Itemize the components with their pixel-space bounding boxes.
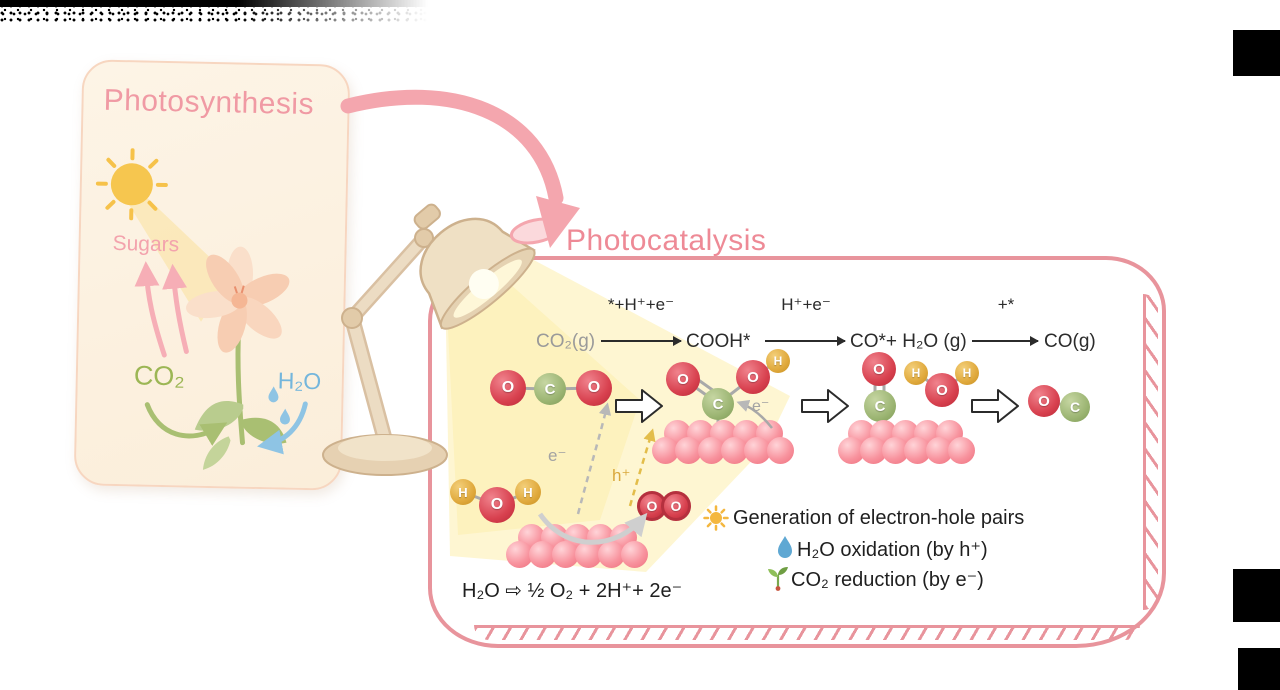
- reaction-arrow: [972, 336, 1039, 346]
- carbon-atom: C: [534, 373, 566, 405]
- species-co2-gas: CO₂(g): [536, 331, 596, 352]
- catalyst-cluster-cooh-sphere: [675, 437, 702, 464]
- legend-h2o-oxidation: H₂O oxidation (by h⁺): [797, 539, 988, 561]
- sugars-arrow: [134, 261, 167, 358]
- legend-electron-hole-pairs: Generation of electron-hole pairs: [733, 507, 1025, 529]
- electron-label: e⁻: [548, 446, 567, 465]
- electron-label: e⁻: [752, 398, 770, 415]
- species-cooh: COOH*: [686, 331, 751, 352]
- catalyst-cluster-water-sphere: [529, 541, 556, 568]
- co2-uptake-arrow: [144, 402, 228, 446]
- co2-label: CO₂: [133, 360, 186, 392]
- reaction-condition: +*: [997, 295, 1015, 314]
- sugars-arrow: [162, 263, 189, 354]
- photosynthesis-panel: Photosynthesis Sugars CO₂ H₂O: [73, 59, 351, 491]
- oxygen-atom: O: [925, 373, 959, 407]
- oxygen-atom: O: [479, 487, 515, 523]
- reaction-arrow: [601, 336, 682, 346]
- photosynthesis-title: Photosynthesis: [103, 83, 315, 122]
- photosynthesis-art: [95, 148, 308, 470]
- artifact-block: [1233, 569, 1280, 622]
- oxygen-atom: O: [661, 491, 691, 521]
- legend-co2-reduction: CO₂ reduction (by e⁻): [791, 569, 984, 591]
- photocatalysis-title: Photocatalysis: [566, 224, 767, 257]
- catalyst-cluster-cooh-sphere: [652, 437, 679, 464]
- species-co-gas: CO(g): [1044, 331, 1096, 352]
- catalyst-cluster-water-sphere: [621, 541, 648, 568]
- catalyst-cluster-cooh-sphere: [721, 437, 748, 464]
- catalyst-cluster-cooh-sphere: [744, 437, 771, 464]
- sunbeam: [127, 194, 230, 322]
- h2o-uptake-arrow: [257, 401, 308, 455]
- catalyst-cluster-water-sphere: [598, 541, 625, 568]
- carbon-atom: C: [702, 388, 734, 420]
- artifact-block: [1238, 648, 1280, 690]
- reaction-condition: H⁺+e⁻: [781, 295, 831, 314]
- oxygen-atom: O: [490, 370, 526, 406]
- catalyst-cluster-cooh-sphere: [767, 437, 794, 464]
- hydrogen-atom: H: [450, 479, 476, 505]
- catalyst-cluster-cooh-sphere: [698, 437, 725, 464]
- water-oxidation-equation: H₂O ⇨ ½ O₂ + 2H⁺+ 2e⁻: [462, 580, 683, 602]
- oxygen-atom: O: [736, 360, 770, 394]
- hole-label: h⁺: [612, 466, 631, 485]
- catalyst-cluster-water-sphere: [506, 541, 533, 568]
- oxygen-atom: O: [666, 362, 700, 396]
- hydrogen-atom: H: [955, 361, 979, 385]
- sugars-label: Sugars: [112, 231, 180, 257]
- reaction-condition: *+H⁺+e⁻: [607, 295, 675, 314]
- catalyst-cluster-co-sphere: [948, 437, 975, 464]
- oxygen-atom: O: [576, 370, 612, 406]
- carbon-atom: C: [864, 390, 896, 422]
- hydrogen-atom: H: [515, 479, 541, 505]
- hydrogen-atom: H: [766, 349, 790, 373]
- photocatalysis-panel: [428, 256, 1166, 648]
- oxygen-atom: O: [862, 352, 896, 386]
- oxygen-atom: O: [1028, 385, 1060, 417]
- h2o-label: H₂O: [277, 367, 322, 395]
- hydrogen-atom: H: [904, 361, 928, 385]
- sun-icon: [95, 148, 168, 221]
- species-co-h2o: CO*+ H₂O (g): [850, 331, 967, 352]
- hatched-border-right: [1143, 294, 1158, 610]
- sun-disc: [110, 163, 153, 206]
- flower-illustration: [186, 246, 290, 470]
- catalyst-cluster-water-sphere: [552, 541, 579, 568]
- artifact-block: [1233, 30, 1280, 76]
- hatched-border-bottom: [474, 625, 1140, 640]
- catalyst-cluster-water-sphere: [575, 541, 602, 568]
- reaction-arrow: [765, 336, 846, 346]
- top-noise-artifact: [0, 0, 432, 23]
- carbon-atom: C: [1060, 392, 1090, 422]
